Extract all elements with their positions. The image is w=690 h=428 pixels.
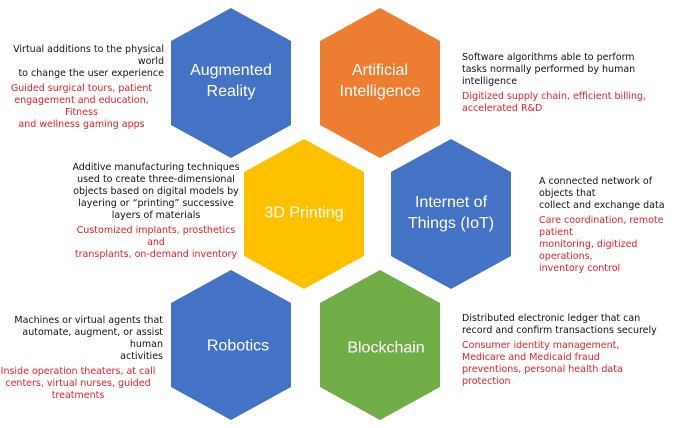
robotics-label: Robotics bbox=[206, 337, 270, 355]
blockchain-label: Blockchain bbox=[347, 339, 425, 357]
blockchain-hexagon bbox=[320, 270, 440, 420]
artificial-intelligence-examples: Digitized supply chain, efficient billin… bbox=[462, 91, 647, 114]
iot-hexagon bbox=[391, 139, 511, 289]
robotics-hexagon bbox=[171, 270, 291, 420]
3d-printing-hexagon bbox=[244, 139, 364, 289]
augmented-reality-hexagon bbox=[171, 8, 291, 158]
artificial-intelligence-hexagon bbox=[320, 8, 440, 158]
blockchain-examples: Consumer identity management,Medicare an… bbox=[462, 340, 623, 387]
3d-printing-label: 3D Printing bbox=[264, 204, 344, 222]
